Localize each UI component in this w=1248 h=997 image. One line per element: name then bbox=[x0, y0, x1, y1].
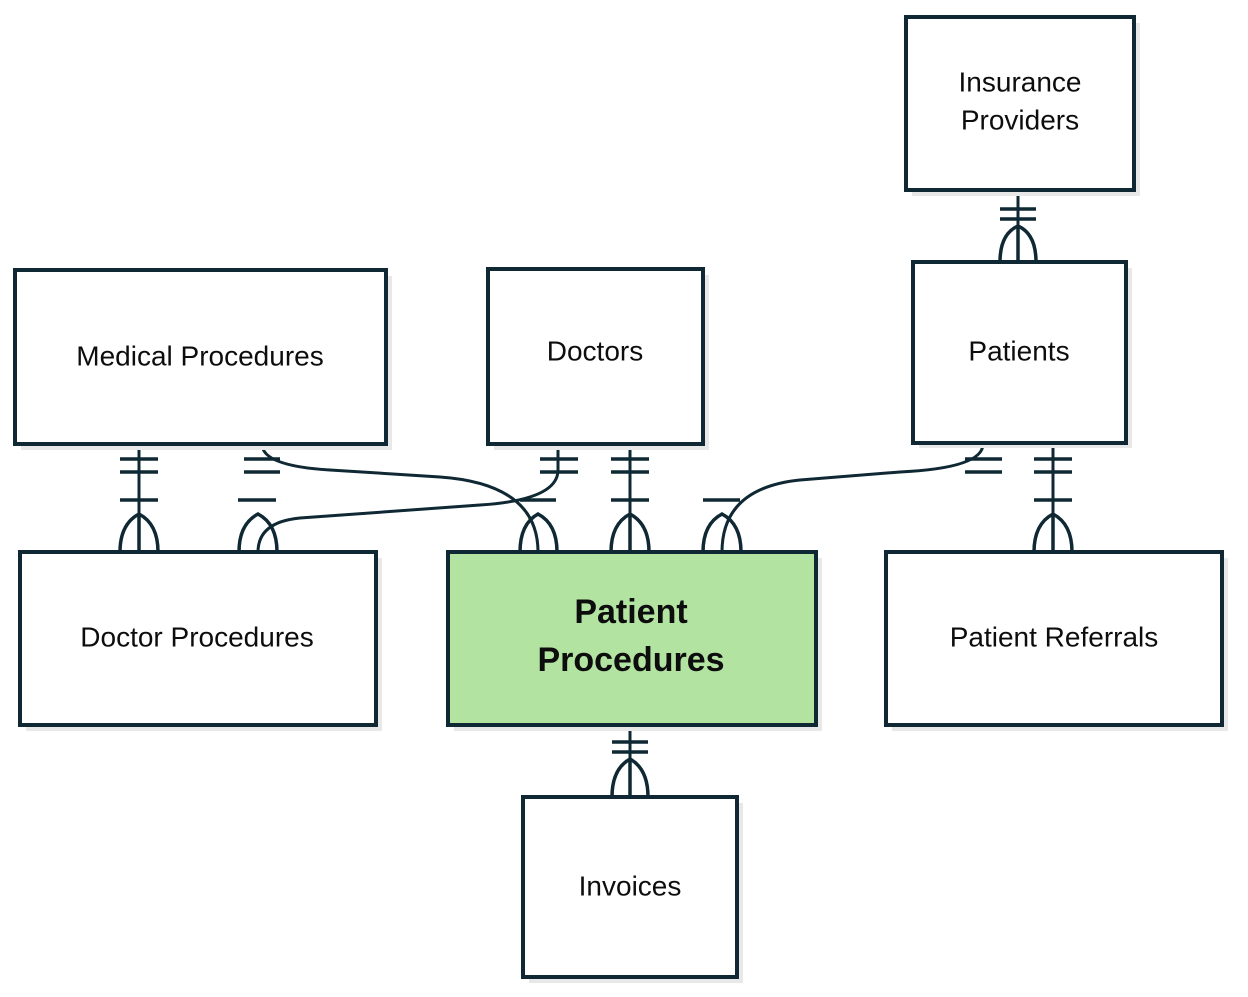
crowfoot-marker bbox=[237, 512, 279, 553]
crowfoot-marker bbox=[118, 512, 160, 553]
crowfoot-marker bbox=[701, 512, 743, 553]
entity-insurance-providers[interactable]: Insurance Providers bbox=[904, 15, 1140, 196]
entity-label: Patient Referrals bbox=[950, 621, 1159, 652]
entity-label: Medical Procedures bbox=[76, 340, 323, 371]
entity-patient-procedures[interactable]: Patient Procedures bbox=[446, 550, 822, 731]
entity-doctor-procedures[interactable]: Doctor Procedures bbox=[18, 550, 382, 731]
rel-patients-patientprocedures bbox=[720, 443, 985, 553]
one-only-marker bbox=[238, 457, 280, 502]
entity-label: Providers bbox=[961, 104, 1079, 135]
entity-patients[interactable]: Patients bbox=[911, 260, 1132, 448]
crowfoot-marker bbox=[998, 224, 1038, 263]
entity-patient-referrals[interactable]: Patient Referrals bbox=[884, 550, 1228, 731]
crowfoot-marker bbox=[609, 512, 651, 553]
rel-medical-patientprocedures bbox=[260, 443, 540, 553]
one-only-marker bbox=[612, 740, 648, 754]
entity-invoices[interactable]: Invoices bbox=[521, 795, 743, 983]
one-only-marker bbox=[520, 457, 578, 502]
crowfoot-marker bbox=[1032, 512, 1074, 553]
one-only-marker bbox=[1034, 457, 1072, 502]
one-only-marker bbox=[1000, 207, 1036, 221]
one-only-marker bbox=[611, 457, 649, 502]
one-only-marker bbox=[120, 457, 158, 502]
entity-label: Patient bbox=[574, 593, 687, 631]
entity-label: Invoices bbox=[579, 870, 682, 901]
entity-label: Doctors bbox=[547, 335, 643, 366]
entity-doctors[interactable]: Doctors bbox=[486, 267, 709, 450]
cardinality-markers bbox=[118, 207, 1074, 798]
entity-label: Insurance bbox=[959, 66, 1082, 97]
entity-medical-procedures[interactable]: Medical Procedures bbox=[13, 268, 392, 450]
entity-label: Doctor Procedures bbox=[80, 621, 313, 652]
crowfoot-marker bbox=[518, 512, 559, 553]
entity-label: Patients bbox=[968, 335, 1069, 366]
one-only-marker bbox=[703, 457, 1002, 502]
crowfoot-marker bbox=[610, 756, 650, 798]
rel-doctors-doctorprocedures bbox=[256, 444, 560, 553]
entity-label: Procedures bbox=[537, 641, 724, 679]
